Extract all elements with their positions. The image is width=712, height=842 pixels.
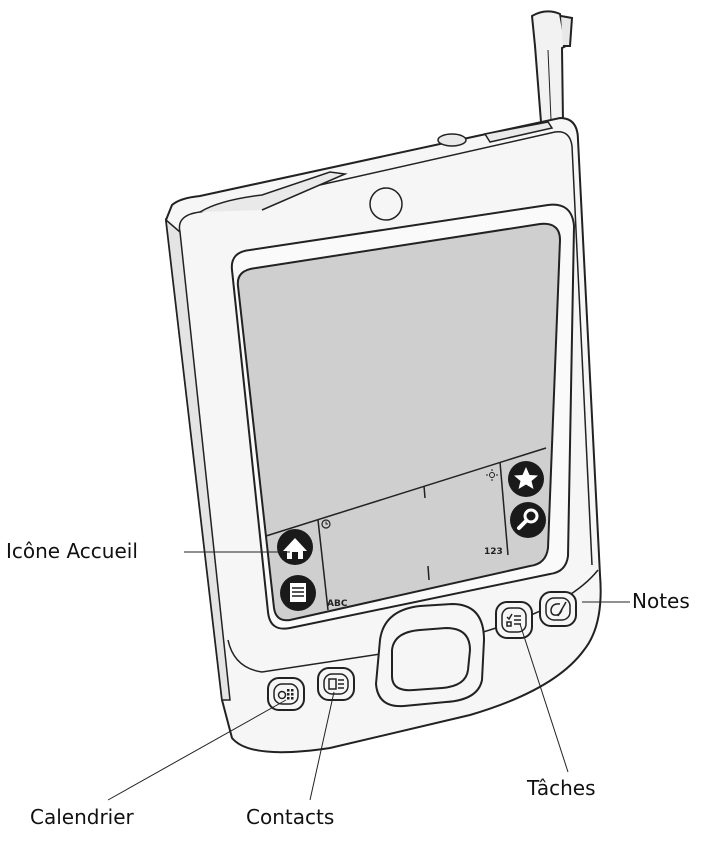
label-tasks: Tâches bbox=[527, 776, 596, 800]
label-home-icon: Icône Accueil bbox=[6, 539, 138, 563]
tasks-button[interactable] bbox=[495, 601, 533, 639]
house-icon[interactable] bbox=[277, 529, 313, 565]
calendar-icon bbox=[277, 689, 294, 700]
screen bbox=[230, 203, 576, 630]
clock-icon bbox=[321, 519, 331, 529]
leader-lines bbox=[107, 551, 630, 801]
brightness-icon bbox=[486, 469, 498, 481]
contacts-button[interactable] bbox=[317, 667, 355, 701]
notes-icon bbox=[550, 601, 567, 617]
magnifier-icon[interactable] bbox=[510, 502, 546, 538]
navigator[interactable] bbox=[374, 602, 486, 708]
contacts-icon bbox=[328, 678, 344, 690]
notes-button[interactable] bbox=[539, 591, 577, 627]
graffiti-abc-label: ABC bbox=[327, 599, 348, 609]
label-contacts: Contacts bbox=[246, 805, 335, 829]
tasks-icon bbox=[506, 613, 521, 627]
star-icon[interactable] bbox=[508, 461, 544, 497]
label-notes: Notes bbox=[632, 589, 690, 613]
label-calendar: Calendrier bbox=[30, 805, 134, 829]
menu-icon[interactable] bbox=[280, 575, 316, 611]
graffiti-123-label: 123 bbox=[484, 547, 503, 557]
calendar-button[interactable] bbox=[267, 677, 305, 711]
stylus bbox=[530, 10, 574, 126]
